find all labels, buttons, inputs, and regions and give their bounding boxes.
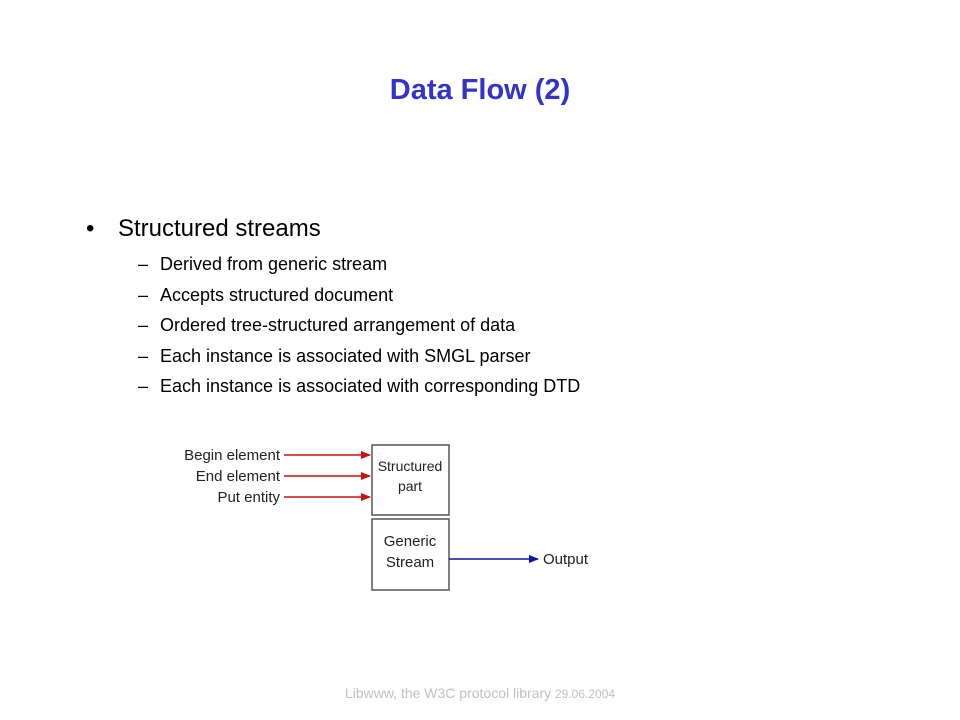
- input-label-end-element: End element: [196, 468, 281, 485]
- sub-item-text: Each instance is associated with SMGL pa…: [160, 345, 531, 366]
- input-label-put-entity: Put entity: [217, 489, 280, 506]
- footer: Libwww, the W3C protocol library 29.06.2…: [0, 685, 960, 701]
- dash-marker: –: [138, 284, 149, 305]
- structured-box-line-1: Structured: [378, 458, 443, 474]
- sub-item: –Each instance is associated with SMGL p…: [86, 341, 886, 372]
- structured-part-box: [371, 444, 450, 516]
- dash-marker: –: [138, 376, 149, 396]
- stream-diagram: Begin element End element Put entity Str…: [184, 444, 589, 591]
- sub-item: –Derived from generic stream: [86, 249, 886, 280]
- generic-box-line-2: Stream: [386, 554, 434, 571]
- sub-list-container: –Derived from generic stream –Accepts st…: [86, 249, 886, 402]
- slide-title: Data Flow (2): [389, 74, 571, 106]
- sub-item-text: Each instance is associated with corresp…: [160, 376, 581, 396]
- bullet-marker: •: [86, 215, 95, 242]
- sub-item: –Each instance is associated with corres…: [86, 371, 886, 402]
- structured-box-line-2: part: [398, 478, 422, 494]
- output-label: Output: [543, 551, 589, 568]
- dash-marker: –: [138, 345, 149, 366]
- sub-item-text: Accepts structured document: [160, 284, 394, 305]
- footer-text: Libwww, the W3C protocol library: [344, 685, 552, 701]
- bullet-list: • Structured streams –Derived from gener…: [86, 213, 886, 402]
- sub-list: –Derived from generic stream –Accepts st…: [86, 249, 886, 402]
- sub-item-text: Derived from generic stream: [160, 254, 388, 274]
- bullet-structured-streams: • Structured streams: [86, 213, 886, 249]
- dash-marker: –: [138, 315, 149, 335]
- sub-item: –Accepts structured document: [86, 280, 886, 311]
- footer-date: 29.06.2004: [555, 687, 616, 701]
- sub-item-text: Ordered tree-structured arrangement of d…: [160, 315, 516, 335]
- input-label-begin-element: Begin element: [184, 447, 281, 464]
- generic-stream-box: [371, 518, 450, 591]
- bullet-text: Structured streams: [118, 215, 321, 242]
- dash-marker: –: [138, 254, 149, 274]
- sub-item: –Ordered tree-structured arrangement of …: [86, 310, 886, 341]
- generic-box-line-1: Generic: [384, 533, 437, 550]
